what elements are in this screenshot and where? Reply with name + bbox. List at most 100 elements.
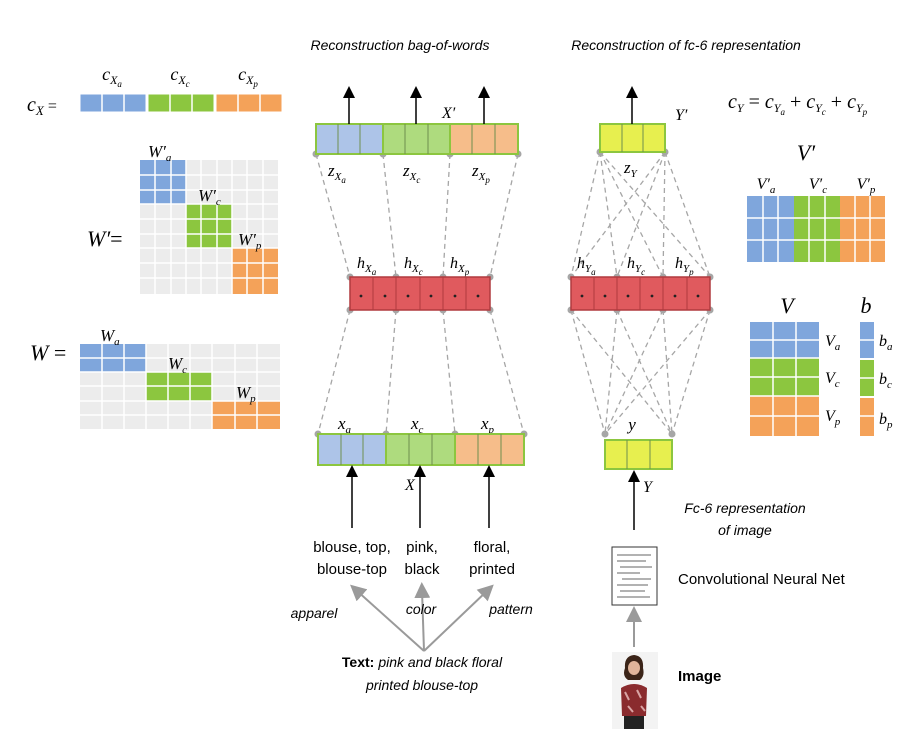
word-groups: blouse, top, blouse-top pink, black flor… xyxy=(313,539,515,578)
image-input-vector: y Y xyxy=(604,415,673,530)
header-image-branch: Reconstruction of fc-6 representation xyxy=(571,37,801,53)
z-xp-block xyxy=(449,123,519,155)
v-prime-block-c xyxy=(794,196,840,262)
w-prime-block-a xyxy=(140,160,186,204)
text-branch-connections xyxy=(315,153,525,435)
fc6-caption: Fc-6 representation of image xyxy=(684,500,806,538)
w-prime-matrix: W′= W′a W′c W′p xyxy=(87,142,278,294)
words-color-line2: black xyxy=(404,561,440,578)
z-xa-block xyxy=(315,123,384,155)
h-ya-label: hYa xyxy=(577,255,596,277)
text-caption-line2: printed blouse-top xyxy=(365,677,478,693)
b-a-label: ba xyxy=(879,333,893,353)
text-caption-bold: Text: xyxy=(342,654,374,670)
y-label: y xyxy=(626,415,636,434)
w-prime-a-label: W′a xyxy=(148,142,172,164)
text-caption: Text:pink and black floral printed blous… xyxy=(342,654,503,693)
text-to-attribute-arrows xyxy=(350,582,494,652)
text-caption-italic-1: pink and black floral xyxy=(377,654,503,670)
z-xa-label: zXa xyxy=(327,161,346,185)
z-xc-label: zXc xyxy=(402,161,420,185)
words-pattern-line1: floral, xyxy=(474,539,511,556)
words-apparel-line1: blouse, top, xyxy=(313,539,391,556)
attribute-pattern-label: pattern xyxy=(488,601,533,617)
cnn-document-icon: Convolutional Neural Net xyxy=(611,546,846,606)
v-prime-p-label: V′p xyxy=(857,176,876,196)
w-a-label: Wa xyxy=(100,326,120,348)
w-prime-label: W′= xyxy=(87,226,123,251)
z-xp-label: zXp xyxy=(471,161,490,185)
b-c-label: bc xyxy=(879,371,892,391)
b-p-label: bp xyxy=(879,411,893,431)
image-label: Image xyxy=(678,668,721,685)
cx-block-pattern xyxy=(215,93,283,113)
b-vector: b ba bc bp xyxy=(860,293,893,436)
v-c-label: Vc xyxy=(825,370,840,390)
b-label: b xyxy=(861,293,872,318)
fc6-caption-line2: of image xyxy=(718,522,772,538)
words-color-line1: pink, xyxy=(406,539,438,556)
image-branch-connections xyxy=(570,151,711,435)
x-p-label: xp xyxy=(480,414,495,436)
header-text-branch: Reconstruction bag-of-words xyxy=(311,37,490,53)
cx-cells xyxy=(79,93,283,113)
w-matrix: W = Wa Wc Wp xyxy=(30,326,280,429)
w-prime-block-p xyxy=(232,248,278,294)
text-input-vector: xa xc xp X xyxy=(317,414,525,528)
cx-part-p-label: cXp xyxy=(238,64,258,89)
z-y-block xyxy=(599,123,666,153)
x-a-block xyxy=(317,433,387,466)
person-image: Image xyxy=(612,652,721,729)
x-a-label: xa xyxy=(337,414,352,436)
cx-label: cX = xyxy=(27,94,57,118)
x-c-label: xc xyxy=(410,414,424,436)
v-p-label: Vp xyxy=(825,408,841,428)
w-label: W = xyxy=(30,340,66,365)
h-xp-label: hXp xyxy=(450,255,470,277)
text-hidden-layer: hXa hXc hXp xyxy=(349,255,491,311)
h-xa-label: hXa xyxy=(357,255,377,277)
h-yc-label: hYc xyxy=(627,255,645,277)
attribute-apparel-label: apparel xyxy=(291,605,339,621)
z-xc-block xyxy=(382,123,451,155)
y-prime-label: Y′ xyxy=(675,107,688,124)
cy-equation: cY = cYa + cYc + cYp xyxy=(728,91,868,117)
cnn-label: Convolutional Neural Net xyxy=(678,571,846,588)
cx-block-color xyxy=(147,93,215,113)
v-prime-c-label: V′c xyxy=(809,176,827,196)
v-prime-block-a xyxy=(747,196,794,262)
attribute-labels: apparel color pattern xyxy=(291,601,533,621)
y-block xyxy=(604,439,673,470)
h-xc-label: hXc xyxy=(404,255,423,277)
z-y-label: zY xyxy=(623,158,639,180)
b-block-p xyxy=(860,398,874,436)
y-input-label: Y xyxy=(643,479,654,496)
cx-part-c-label: cXc xyxy=(170,64,189,89)
v-prime-block-p xyxy=(840,196,885,262)
v-prime-matrix: V′ V′a V′c V′p xyxy=(747,140,885,262)
cx-part-a-label: cXa xyxy=(102,64,122,89)
x-input-label: X xyxy=(404,477,416,494)
v-label: V xyxy=(780,293,796,318)
v-prime-label: V′ xyxy=(797,140,816,165)
h-yp-label: hYp xyxy=(675,255,694,277)
attribute-color-label: color xyxy=(406,601,438,617)
image-output-vector: Y′ zY xyxy=(599,86,688,180)
v-a-label: Va xyxy=(825,333,841,353)
w-prime-c-label: W′c xyxy=(198,186,221,208)
x-c-block xyxy=(385,433,456,466)
w-prime-block-c xyxy=(186,204,232,248)
text-caption-line1: Text:pink and black floral xyxy=(342,654,503,670)
x-p-block xyxy=(454,433,525,466)
v-prime-a-label: V′a xyxy=(757,176,776,196)
text-output-vector: X′ zXa zXc zXp xyxy=(315,86,519,185)
image-hidden-layer: hYa hYc hYp xyxy=(570,255,711,311)
v-matrix: V Va Vc Vp xyxy=(750,293,841,436)
cx-vector: cX = cXa cXc cXp xyxy=(27,64,283,118)
words-apparel-line2: blouse-top xyxy=(317,561,387,578)
cx-part-labels: cXa cXc cXp xyxy=(102,64,258,89)
fc6-caption-line1: Fc-6 representation xyxy=(684,500,806,516)
x-prime-label: X′ xyxy=(441,105,456,122)
words-pattern-line2: printed xyxy=(469,561,515,578)
